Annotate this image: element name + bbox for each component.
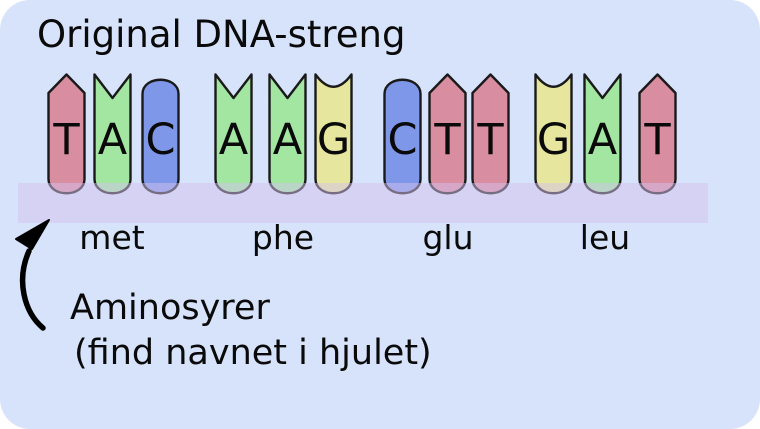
amino-acid-label: phe — [251, 218, 315, 257]
diagram-title: Original DNA-streng — [37, 13, 406, 56]
nucleotide-letter: G — [316, 115, 351, 165]
curved-arrow-icon — [15, 219, 50, 331]
nucleotide-block: C — [382, 72, 423, 201]
nucleotide-block: C — [140, 72, 181, 201]
nucleotide-block: T — [637, 72, 678, 201]
amino-acid-label: met — [79, 218, 145, 257]
annotation-line1: Aminosyrer — [70, 288, 270, 328]
nucleotide-letter: A — [587, 115, 618, 165]
nucleotide-letter: C — [145, 115, 176, 165]
nucleotide-letter: T — [434, 115, 461, 165]
nucleotide-letter: A — [272, 115, 303, 165]
nucleotide-block: A — [213, 72, 254, 201]
nucleotide-letter: G — [536, 115, 571, 165]
amino-acid-label: glu — [422, 218, 474, 257]
nucleotide-letter: C — [387, 115, 418, 165]
nucleotide-block: T — [427, 72, 468, 201]
amino-acid-label: leu — [579, 218, 631, 257]
nucleotide-block: A — [267, 72, 308, 201]
nucleotide-letter: T — [477, 115, 504, 165]
annotation-line2: (find navnet i hjulet) — [74, 333, 432, 373]
nucleotide-letter: T — [644, 115, 671, 165]
nucleotide-block: G — [313, 72, 354, 201]
nucleotide-letter: A — [97, 115, 128, 165]
nucleotide-block: A — [582, 72, 623, 201]
nucleotide-block: T — [46, 72, 87, 201]
nucleotide-block: A — [92, 72, 133, 201]
nucleotide-letter: A — [218, 115, 249, 165]
nucleotide-block: G — [533, 72, 574, 201]
strand-backbone-band — [18, 183, 708, 223]
nucleotide-block: T — [470, 72, 511, 201]
nucleotide-letter: T — [53, 115, 80, 165]
